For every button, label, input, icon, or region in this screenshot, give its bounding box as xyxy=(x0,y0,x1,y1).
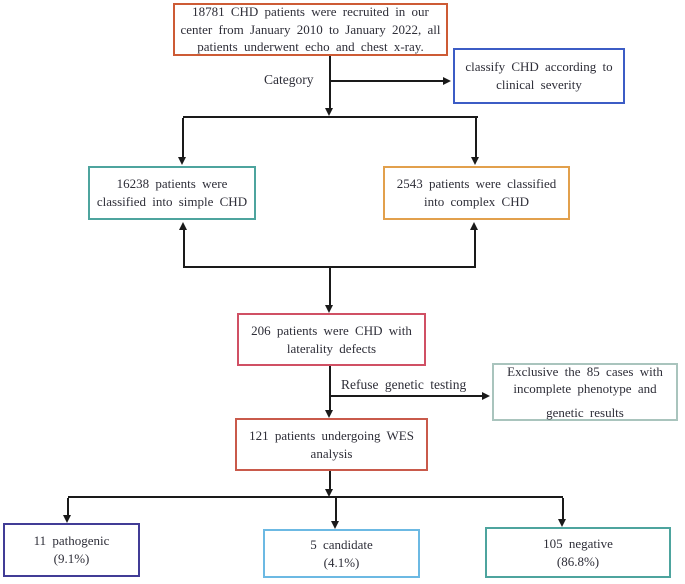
connector-wes-down xyxy=(329,471,331,491)
arrowhead-split-top xyxy=(325,108,333,116)
connector-drop-negative xyxy=(562,498,564,520)
connector-drop-pathogenic xyxy=(67,498,69,516)
arrowhead-candidate xyxy=(331,521,339,529)
recruited-box: 18781 CHD patients were recruited in our… xyxy=(173,3,448,56)
arrowhead-up-complex xyxy=(470,222,478,230)
laterality-box-line2: laterality defects xyxy=(286,340,377,356)
laterality-box-line1: 206 patients were CHD with xyxy=(251,322,412,338)
candidate-box: 5 candidate (4.1%) xyxy=(263,529,420,578)
connector-classify xyxy=(330,80,444,82)
arrowhead-simple xyxy=(178,157,186,165)
connector-drop-candidate xyxy=(335,498,337,522)
category-label: Category xyxy=(264,72,314,87)
exclusive-box-line3: genetic results xyxy=(546,404,624,420)
arrowhead-negative xyxy=(558,519,566,527)
arrowhead-pathogenic xyxy=(63,515,71,523)
arrowhead-up-simple xyxy=(179,222,187,230)
arrowhead-classify xyxy=(443,77,451,85)
recruited-box-line2: center from January 2010 to January 2022… xyxy=(180,21,441,37)
classify-box-line2: clinical severity xyxy=(496,77,582,92)
connector-laterality-wes xyxy=(329,366,331,412)
pathogenic-box-line2: (9.1%) xyxy=(53,551,90,566)
recruited-box-line1: 18781 CHD patients were recruited in our xyxy=(192,4,429,20)
recruited-box-line3: patients underwent echo and chest x-ray. xyxy=(197,39,424,55)
arrowhead-bottom-split xyxy=(325,489,333,497)
exclusive-box-line1: Exclusive the 85 cases with xyxy=(507,363,663,379)
connector-recruited-down xyxy=(329,56,331,109)
complex-chd-box: 2543 patients were classified into compl… xyxy=(383,166,570,220)
connector-merge-right xyxy=(474,229,476,268)
connector-merge-left xyxy=(183,229,185,268)
candidate-box-line2: (4.1%) xyxy=(323,554,360,570)
connector-drop-left xyxy=(182,118,184,158)
pathogenic-box: 11 pathogenic (9.1%) xyxy=(3,523,140,577)
arrowhead-laterality xyxy=(325,305,333,313)
classify-box: classify CHD according to clinical sever… xyxy=(453,48,625,104)
exclusive-box-line2: incomplete phenotype and xyxy=(513,381,657,397)
pathogenic-box-line1: 11 pathogenic xyxy=(33,533,110,549)
connector-exclusive xyxy=(330,395,482,397)
negative-box: 105 negative (86.8%) xyxy=(485,527,671,578)
arrowhead-wes xyxy=(325,410,333,418)
negative-box-line2: (86.8%) xyxy=(556,553,600,569)
simple-chd-box-line2: classified into simple CHD xyxy=(96,194,248,209)
complex-chd-box-line2: into complex CHD xyxy=(424,194,529,209)
laterality-box: 206 patients were CHD with laterality de… xyxy=(237,313,426,366)
refuse-genetic-testing-label: Refuse genetic testing xyxy=(341,377,467,392)
connector-split-top xyxy=(183,116,478,118)
wes-box-line2: analysis xyxy=(310,445,353,461)
exclusive-box: Exclusive the 85 cases with incomplete p… xyxy=(492,363,678,421)
connector-drop-right xyxy=(475,118,477,158)
wes-box-line1: 121 patients undergoing WES xyxy=(249,427,414,443)
simple-chd-box: 16238 patients were classified into simp… xyxy=(88,166,256,220)
arrowhead-complex xyxy=(471,157,479,165)
candidate-box-line1: 5 candidate xyxy=(310,536,373,552)
wes-box: 121 patients undergoing WES analysis xyxy=(235,418,428,471)
classify-box-line1: classify CHD according to xyxy=(465,59,613,75)
arrowhead-exclusive xyxy=(482,392,490,400)
complex-chd-box-line1: 2543 patients were classified xyxy=(396,176,557,192)
negative-box-line1: 105 negative xyxy=(543,535,613,551)
connector-bottom-split xyxy=(68,496,563,498)
simple-chd-box-line1: 16238 patients were xyxy=(116,176,228,192)
connector-merge-down xyxy=(329,268,331,306)
connector-merge xyxy=(183,266,476,268)
